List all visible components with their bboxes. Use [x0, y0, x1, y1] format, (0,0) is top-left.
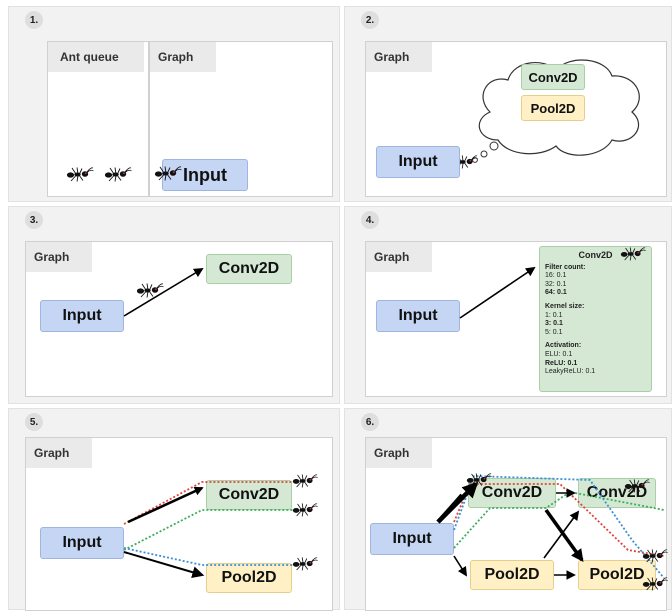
input-node[interactable]: Input: [370, 523, 454, 555]
conv2d-panel-title: Conv2D: [578, 250, 613, 260]
red-trail: [123, 481, 294, 525]
kernel-option: 1: 0.1: [545, 311, 563, 319]
input-node[interactable]: Input: [376, 300, 460, 332]
panel-number: 3.: [25, 211, 43, 229]
panel-number: 6.: [361, 413, 379, 431]
green-trail: [453, 491, 665, 549]
conv2d-node[interactable]: Conv2D: [206, 254, 292, 284]
pool2d-node-1[interactable]: Pool2D: [470, 560, 554, 590]
ant-queue-frame: Ant queue: [47, 41, 149, 197]
pool2d-node[interactable]: Pool2D: [206, 563, 292, 593]
filter-option: 32: 0.1: [545, 280, 567, 288]
ant-queue-tab: Ant queue: [48, 42, 144, 72]
green-trail: [123, 509, 294, 551]
activation-option: LeakyReLU: 0.1: [545, 368, 596, 376]
edge-pool2d-conv2d: [543, 510, 580, 559]
input-node[interactable]: Input: [40, 527, 124, 559]
ant-icon: [642, 549, 668, 563]
graph-tab: Graph: [366, 242, 432, 272]
edge-input-pool2d: [453, 555, 468, 577]
ant-icon: [624, 479, 650, 493]
blue-trail: [453, 475, 665, 579]
conv2d-node-1[interactable]: Conv2D: [468, 478, 556, 508]
edge-input-conv2d: [459, 266, 536, 319]
kernel-size-heading: Kernel size:: [545, 302, 585, 310]
pool2d-node[interactable]: Pool2D: [521, 95, 585, 121]
graph-tab: Graph: [150, 42, 216, 72]
conv2d-node[interactable]: Conv2D: [521, 64, 585, 90]
edge-conv2d-pool2d: [544, 508, 584, 563]
edge-input-conv2d: [123, 268, 204, 317]
filter-count-heading: Filter count:: [545, 263, 586, 271]
activation-option: ELU: 0.1: [545, 350, 573, 358]
kernel-option: 5: 0.1: [545, 328, 563, 336]
edge-input-conv2d: [127, 486, 204, 524]
conv2d-options-panel: Conv2D Filter count: 16: 0.1 32: 0.1 64:…: [539, 246, 652, 392]
graph-tab: Graph: [26, 438, 92, 468]
input-node[interactable]: Input: [376, 146, 460, 178]
edge-input-conv2d: [436, 481, 479, 524]
graph-frame: Graph Input: [149, 41, 333, 197]
ant-icon: [642, 577, 668, 591]
red-trail: [453, 483, 665, 557]
kernel-option-selected: 3: 0.1: [545, 320, 563, 328]
activation-option-selected: ReLU: 0.1: [545, 359, 578, 367]
panel-number: 5.: [25, 413, 43, 431]
graph-tab: Graph: [366, 42, 432, 72]
input-node[interactable]: Input: [162, 159, 248, 191]
filter-option: 16: 0.1: [545, 272, 567, 280]
filter-option-selected: 64: 0.1: [545, 289, 567, 297]
panel-number: 2.: [361, 11, 379, 29]
activation-heading: Activation:: [545, 342, 582, 350]
conv2d-node[interactable]: Conv2D: [206, 480, 292, 510]
graph-tab: Graph: [366, 438, 432, 468]
panel-number: 4.: [361, 211, 379, 229]
panel-1: 1. Ant queue Graph Input: [8, 6, 340, 202]
input-node[interactable]: Input: [40, 300, 124, 332]
blue-trail: [123, 547, 294, 566]
edge-input-pool2d: [123, 551, 205, 579]
panel-number: 1.: [25, 11, 43, 29]
graph-tab: Graph: [26, 242, 92, 272]
